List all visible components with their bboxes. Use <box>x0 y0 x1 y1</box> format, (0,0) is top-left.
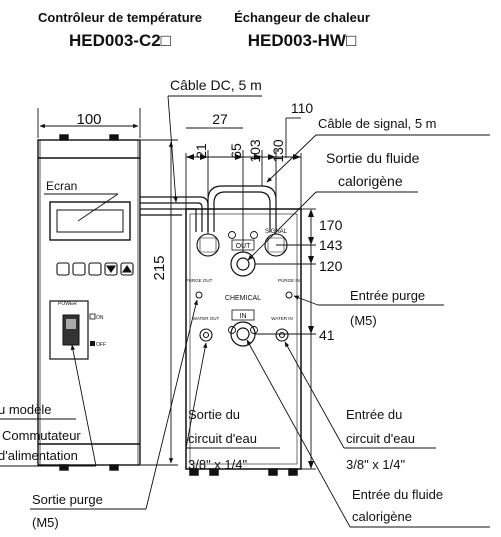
in-tag <box>231 309 255 321</box>
dim-arrow <box>308 209 314 217</box>
on-label: ON <box>96 315 104 321</box>
water-out-port <box>199 328 213 342</box>
in-label: IN <box>240 313 247 320</box>
display-window <box>56 209 124 233</box>
water-out-leader <box>185 342 208 449</box>
power-switch-rocker <box>66 319 76 329</box>
purge-out-callout: Sortie purge <box>32 492 103 507</box>
exchanger-caption: Échangeur de chaleur <box>234 10 370 25</box>
key-down-button[interactable] <box>104 262 118 276</box>
dim-170-value: 170 <box>319 217 343 233</box>
dim-215-value: 215 <box>151 255 168 280</box>
purge-out-size: (M5) <box>32 515 59 530</box>
dim-arrow <box>186 154 194 160</box>
chemical-label: CHEMICAL <box>225 295 261 302</box>
controller-unit <box>37 134 141 471</box>
screen-leader <box>77 193 119 222</box>
dim-110-value: 110 <box>291 100 314 116</box>
screw-icon <box>228 231 236 239</box>
water-out-label: WATER OUT <box>193 316 220 321</box>
power-switch-leader <box>70 344 97 467</box>
dim-100 <box>37 108 141 138</box>
dim-arrow <box>235 154 243 160</box>
purge-in-size: (M5) <box>350 313 377 328</box>
dim-215 <box>141 139 178 466</box>
power-switch-callout-l1: Commutateur <box>2 428 81 443</box>
arrow-up-icon <box>121 265 133 273</box>
arrow-down-icon <box>105 265 117 273</box>
fluid-out-callout-l2: calorigène <box>338 173 403 189</box>
dim-arrow <box>308 461 314 469</box>
water-out-callout-l1: Sortie du <box>188 407 240 422</box>
screw-icon <box>250 231 258 239</box>
model-label-callout: u modèle <box>0 402 51 417</box>
fluid-in-callout-l2: calorigène <box>352 509 412 524</box>
key-button-1[interactable] <box>56 262 70 276</box>
dim-arrow <box>200 154 208 160</box>
purge-in-port <box>285 291 293 299</box>
dim-arrow <box>268 154 276 160</box>
exchanger-model: HED003-HW□ <box>248 31 357 50</box>
dim-27-value: 27 <box>212 111 228 127</box>
controller-model: HED003-C2□ <box>69 31 171 50</box>
water-in-callout-l1: Entrée du <box>346 407 402 422</box>
dim-arrow <box>308 256 314 264</box>
fluid-in-port <box>230 321 256 347</box>
screen-label: Ecran <box>46 179 77 193</box>
exchanger-unit <box>185 208 302 476</box>
dim-143-value: 143 <box>319 237 343 253</box>
dc-cable-leader <box>167 95 178 203</box>
dim-103-value: 103 <box>247 139 263 163</box>
off-label: OFF <box>96 342 106 348</box>
off-marker-icon <box>90 341 95 346</box>
purge-out-port <box>195 291 203 299</box>
screw-icon <box>228 326 236 334</box>
fluid-out-port <box>230 251 256 277</box>
water-in-port <box>275 328 289 342</box>
signal-cable-leader <box>266 134 317 183</box>
key-button-2[interactable] <box>72 262 86 276</box>
power-label: POWER <box>58 301 77 307</box>
dim-120-value: 120 <box>319 258 343 274</box>
dim-arrow <box>308 326 314 334</box>
purge-in-label: PURGE IN <box>278 278 300 283</box>
key-button-3[interactable] <box>88 262 102 276</box>
water-out-size: 3/8" x 1/4" <box>188 457 247 472</box>
water-in-size: 3/8" x 1/4" <box>346 457 405 472</box>
water-in-leader <box>284 341 345 449</box>
fluid-out-callout-l1: Sortie du fluide <box>326 150 420 166</box>
dim-21-value: 21 <box>193 143 209 159</box>
signal-cable-callout: Câble de signal, 5 m <box>318 116 437 131</box>
power-panel <box>49 300 89 360</box>
dim-arrow <box>254 154 262 160</box>
dim-arrow <box>293 154 301 160</box>
on-marker-icon <box>89 313 96 320</box>
screw-icon <box>250 326 258 334</box>
key-up-button[interactable] <box>120 262 134 276</box>
fluid-out-leader <box>247 191 317 261</box>
water-in-label: WATER IN <box>271 316 293 321</box>
dim-41-value: 41 <box>319 327 335 343</box>
signal-cable <box>140 185 277 232</box>
display-screen <box>49 201 131 241</box>
water-in-callout-l2: circuit d'eau <box>346 431 415 446</box>
purge-in-callout: Entrée purge <box>350 288 425 303</box>
fluid-in-callout-l1: Entrée du fluide <box>352 487 443 502</box>
controller-caption: Contrôleur de température <box>38 10 202 25</box>
purge-in-leader <box>293 295 319 306</box>
dim-arrow <box>308 237 314 245</box>
purge-out-leader <box>145 299 198 510</box>
keypad[interactable] <box>56 262 134 276</box>
power-switch-callout-l2: d'alimentation <box>0 448 78 463</box>
dc-cable-callout: Câble DC, 5 m <box>170 77 262 93</box>
dim-65-value: 65 <box>228 143 244 159</box>
water-out-callout-l2: circuit d'eau <box>188 431 257 446</box>
dim-100-value: 100 <box>76 111 101 128</box>
fluid-in-leader <box>246 339 351 528</box>
purge-out-label: PURGE OUT <box>186 278 213 283</box>
dim-130-value: 130 <box>270 139 286 163</box>
